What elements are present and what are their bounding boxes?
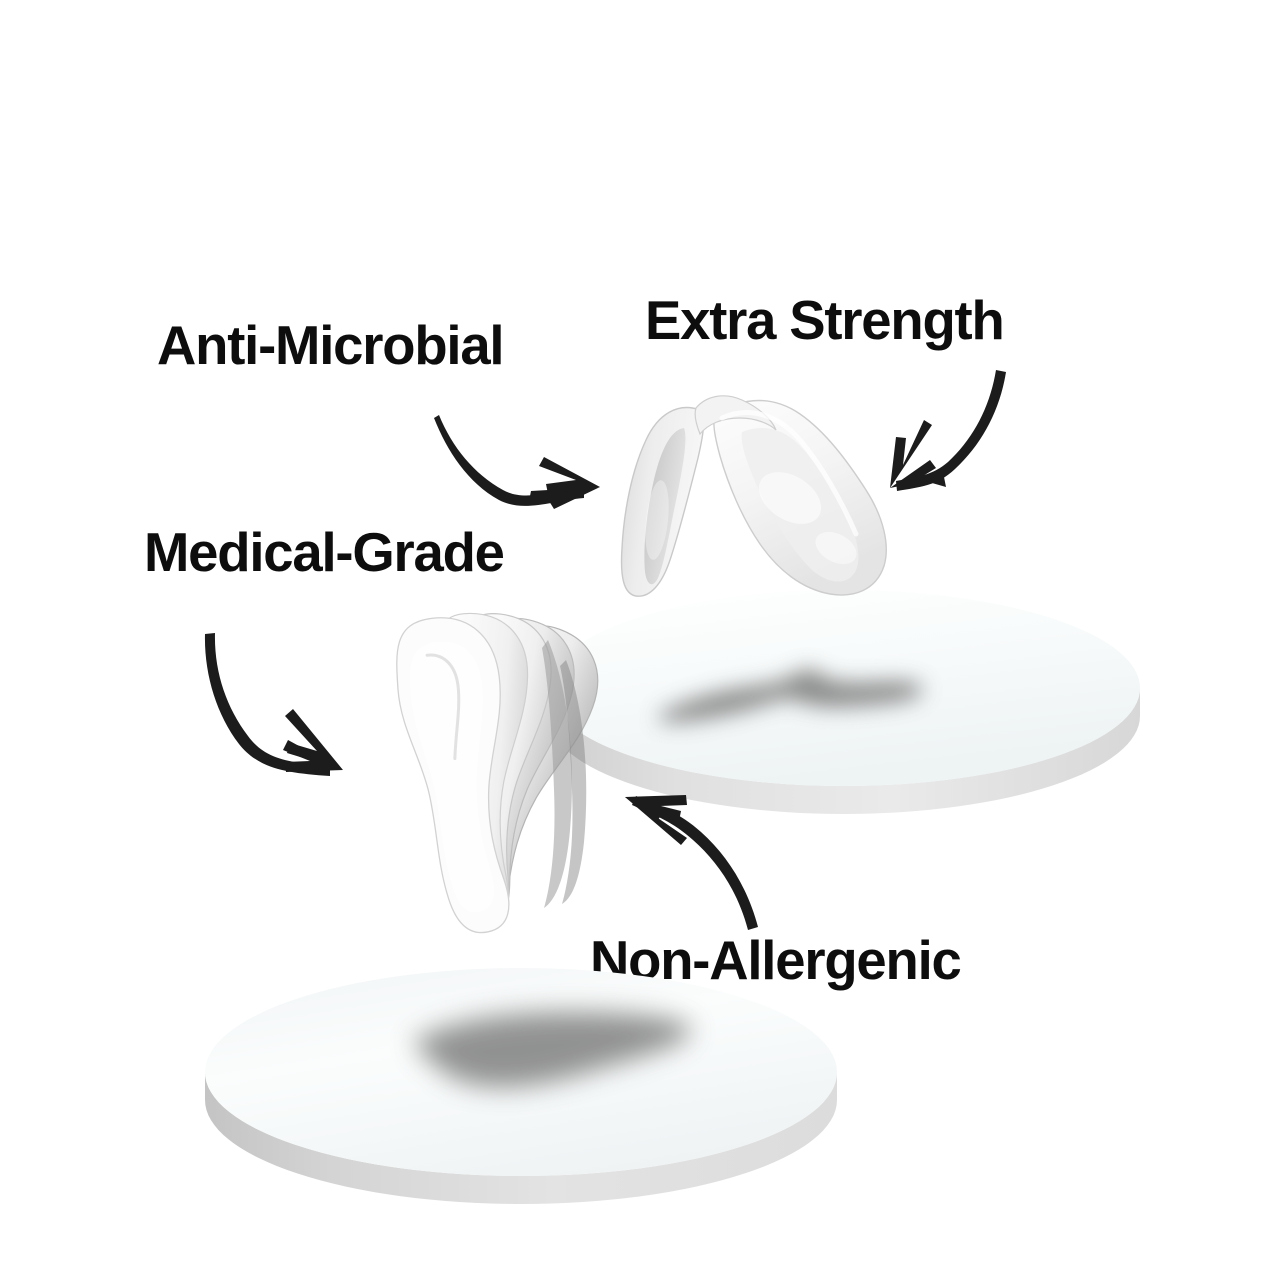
strip-texture-1 [758, 472, 822, 524]
feature-label-non-allergenic: Non-Allergenic [590, 929, 962, 991]
strip-ridge-highlight [719, 410, 859, 537]
strip-apex [694, 395, 777, 436]
pad-1 [396, 617, 510, 934]
lower-disc-top [205, 968, 837, 1176]
feature-label-medical-grade: Medical-Grade [144, 521, 505, 583]
feature-label-extra-strength: Extra Strength [645, 289, 1005, 351]
upper-display-disc [548, 590, 1140, 814]
pad-stack-edge-shade [542, 640, 572, 908]
strip-texture-3 [645, 480, 669, 560]
pad-5 [454, 625, 599, 926]
arched-strip-cast-shadow [658, 669, 923, 723]
strip-right-limb [713, 399, 887, 596]
strip-right-inner [741, 428, 859, 582]
lower-disc-rim [205, 1072, 837, 1204]
pad-4 [456, 617, 575, 926]
arched-adhesive-strip [620, 395, 887, 597]
arrow-extra-strength [890, 370, 1006, 491]
pad-3 [454, 613, 552, 926]
fanned-pad-stack [396, 612, 599, 934]
lower-display-disc [205, 968, 837, 1204]
arrow-anti-microbial [434, 415, 600, 509]
arrow-medical-grade [204, 633, 343, 776]
pad-stack-cast-shadow [412, 1011, 692, 1088]
strip-texture-2 [815, 531, 857, 565]
upper-disc-rim [548, 688, 1140, 814]
arrow-non-allergenic [625, 795, 758, 930]
pad-stack-edge-shade-2 [560, 660, 587, 904]
upper-disc-top [548, 590, 1140, 786]
pad-2 [432, 612, 529, 925]
strip-left-inner-groove [644, 428, 686, 585]
feature-label-anti-microbial: Anti-Microbial [157, 314, 505, 376]
strip-left-limb [620, 406, 705, 597]
